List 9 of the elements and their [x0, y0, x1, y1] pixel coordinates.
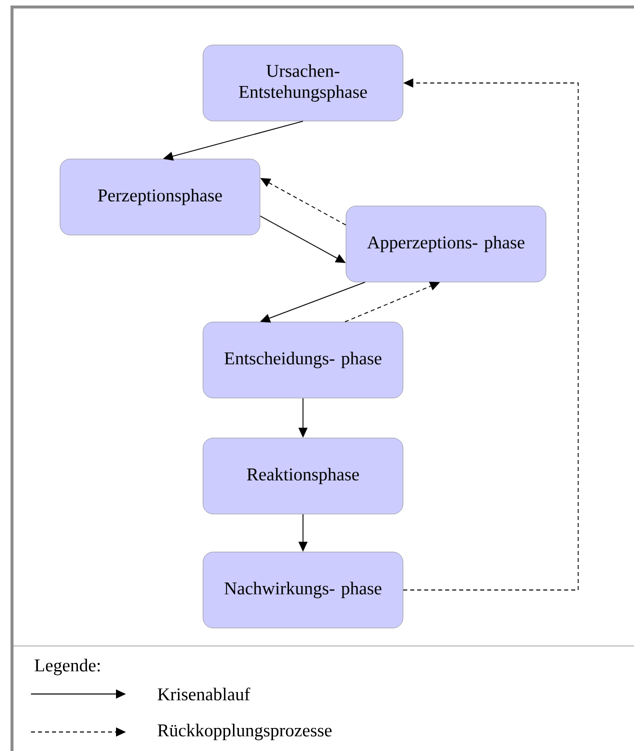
phase-box: Entscheidungs- phase [202, 322, 404, 398]
phase-box: Reaktionsphase [202, 438, 404, 514]
legend-heading: Legende: [34, 658, 100, 676]
phase-box: Perzeptionsphase [60, 158, 260, 236]
legend-text: Krisenablauf [158, 688, 250, 700]
phase-box: Ursachen- Entstehungsphase [202, 44, 404, 122]
phase-box: Apperzeptions- phase [346, 206, 546, 282]
legend-text: Rückkopplungsprozesse [158, 724, 332, 740]
phase-box: Nachwirkungs- phase [202, 552, 404, 628]
